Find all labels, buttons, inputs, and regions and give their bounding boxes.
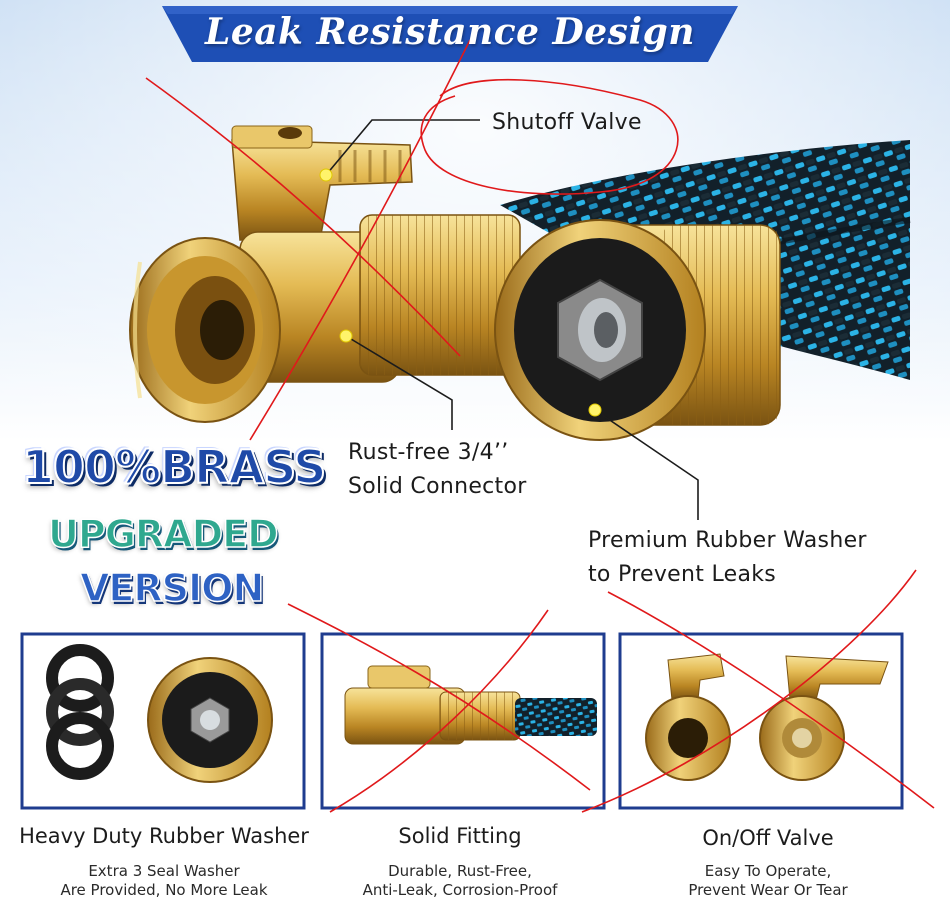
- callout-dot: [339, 329, 353, 343]
- panel-washer-art: [46, 644, 273, 783]
- badge-upgraded: UPGRADED: [47, 511, 279, 557]
- banner-title: Leak Resistance Design: [205, 11, 695, 53]
- callout-connector-line1: Rust-free 3/4’’: [348, 440, 509, 465]
- callout-connector: Rust-free 3/4’’ Solid Connector: [348, 436, 527, 504]
- panel-border: [20, 632, 306, 810]
- callout-dot: [319, 168, 333, 182]
- callout-washer-line1: Premium Rubber Washer: [588, 528, 867, 553]
- feature-title: Heavy Duty Rubber Washer: [19, 824, 309, 848]
- red-annotations: [145, 39, 935, 813]
- feature-description-line1: Extra 3 Seal Washer: [88, 862, 240, 880]
- panel-border: [618, 632, 904, 810]
- feature-description-line2: Anti-Leak, Corrosion-Proof: [362, 881, 558, 899]
- callout-shutoff-valve-label: Shutoff Valve: [492, 110, 642, 135]
- feature-description: Extra 3 Seal Washer Are Provided, No Mor…: [14, 862, 314, 900]
- callout-washer-line2: to Prevent Leaks: [588, 562, 777, 587]
- shutoff-valve-handle: [231, 125, 413, 241]
- male-connector: [129, 237, 281, 423]
- female-connector: [494, 219, 781, 441]
- valve-body: [239, 214, 521, 383]
- feature-description-line2: Are Provided, No More Leak: [60, 881, 268, 899]
- callout-leaders: [325, 119, 699, 520]
- feature-title: On/Off Valve: [702, 826, 834, 850]
- callout-shutoff-valve: Shutoff Valve: [492, 106, 642, 140]
- feature-description: Durable, Rust-Free, Anti-Leak, Corrosion…: [310, 862, 610, 900]
- feature-title: Solid Fitting: [398, 824, 522, 848]
- badge-version: VERSION: [79, 565, 265, 611]
- feature-description: Easy To Operate, Prevent Wear Or Tear: [618, 862, 918, 900]
- feature-description-line2: Prevent Wear Or Tear: [688, 881, 848, 899]
- feature-description-line1: Easy To Operate,: [704, 862, 832, 880]
- callout-washer: Premium Rubber Washer to Prevent Leaks: [588, 524, 867, 592]
- panel-valve-art: [645, 653, 889, 781]
- banner-shape: [162, 6, 738, 62]
- panel-border: [320, 632, 606, 810]
- callout-connector-line2: Solid Connector: [348, 474, 527, 499]
- feature-description-line1: Durable, Rust-Free,: [388, 862, 532, 880]
- badge-100-brass: 100%BRASS: [21, 439, 327, 495]
- callout-dot: [588, 403, 602, 417]
